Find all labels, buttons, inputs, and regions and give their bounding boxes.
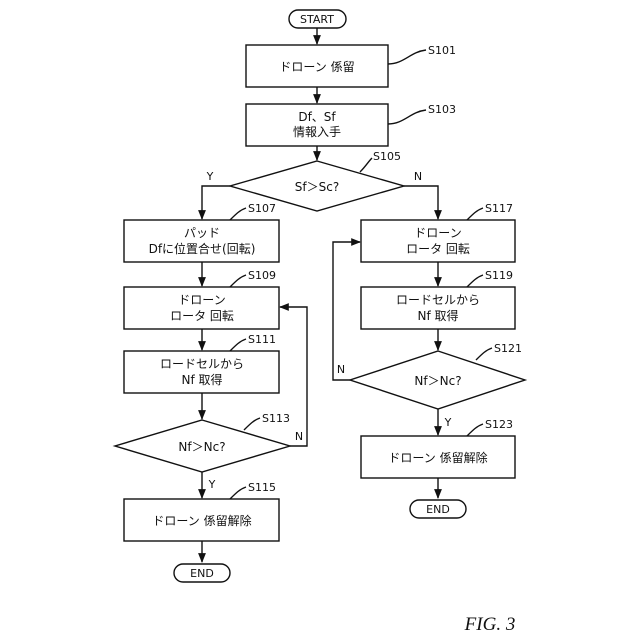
connector-s113-no-loop [280, 307, 307, 446]
start-label: START [300, 13, 334, 26]
decision-no-s121: N [337, 363, 345, 376]
end-label-right: END [426, 503, 450, 516]
step-text-s119-line1: ロードセルから [396, 293, 480, 307]
step-text-s117-line2: ロータ 回転 [406, 242, 470, 256]
ref-leader-s109 [230, 275, 246, 287]
step-text-s103-line2: 情報入手 [293, 125, 341, 139]
ref-leader-s105 [360, 158, 372, 172]
step-text-s111-line2: Nf 取得 [181, 372, 222, 387]
connector-s121-no-loop [333, 242, 360, 380]
step-ref-s121: S121 [494, 342, 522, 355]
ref-leader-s103 [388, 110, 426, 124]
decision-no-s105: N [414, 170, 422, 183]
ref-leader-s113 [244, 418, 260, 430]
decision-yes-s113: Y [208, 478, 216, 491]
step-text-s107-line1: パッド [184, 226, 220, 240]
decision-text-s113: Nf＞Nc? [178, 440, 225, 454]
step-ref-s101: S101 [428, 44, 456, 57]
decision-no-s113: N [295, 430, 303, 443]
step-ref-s105: S105 [373, 150, 401, 163]
step-text-s101: ドローン 係留 [279, 60, 354, 74]
step-ref-s111: S111 [248, 333, 276, 346]
step-ref-s115: S115 [248, 481, 276, 494]
step-text-s119-line2: Nf 取得 [417, 308, 458, 323]
decision-yes-s105: Y [206, 170, 214, 183]
decision-text-s121: Nf＞Nc? [414, 374, 461, 388]
step-ref-s123: S123 [485, 418, 513, 431]
decision-yes-s121: Y [444, 416, 452, 429]
step-ref-s107: S107 [248, 202, 276, 215]
step-text-s115: ドローン 係留解除 [152, 513, 251, 528]
end-label-left: END [190, 567, 214, 580]
step-ref-s119: S119 [485, 269, 513, 282]
step-text-s109-line1: ドローン [178, 293, 225, 307]
step-text-s107-line2: Dfに位置合せ(回転) [149, 241, 256, 256]
connector-s105-no [404, 186, 438, 219]
step-ref-s109: S109 [248, 269, 276, 282]
decision-text-s105: Sf＞Sc? [295, 180, 339, 194]
ref-leader-s107 [230, 208, 246, 220]
step-ref-s103: S103 [428, 103, 456, 116]
ref-leader-s117 [467, 208, 483, 220]
ref-leader-s111 [230, 339, 246, 351]
step-text-s123: ドローン 係留解除 [388, 450, 487, 465]
figure-label: FIG. 3 [464, 614, 516, 635]
ref-leader-s115 [230, 487, 246, 499]
step-text-s103-line1: Df、Sf [298, 110, 336, 124]
step-text-s111-line1: ロードセルから [160, 357, 244, 371]
connector-s105-yes [202, 186, 230, 219]
ref-leader-s101 [388, 50, 426, 64]
step-text-s109-line2: ロータ 回転 [170, 309, 234, 323]
ref-leader-s119 [467, 275, 483, 287]
ref-leader-s121 [476, 348, 492, 360]
step-text-s117-line1: ドローン [414, 226, 461, 240]
ref-leader-s123 [467, 424, 483, 436]
step-ref-s113: S113 [262, 412, 290, 425]
step-ref-s117: S117 [485, 202, 513, 215]
